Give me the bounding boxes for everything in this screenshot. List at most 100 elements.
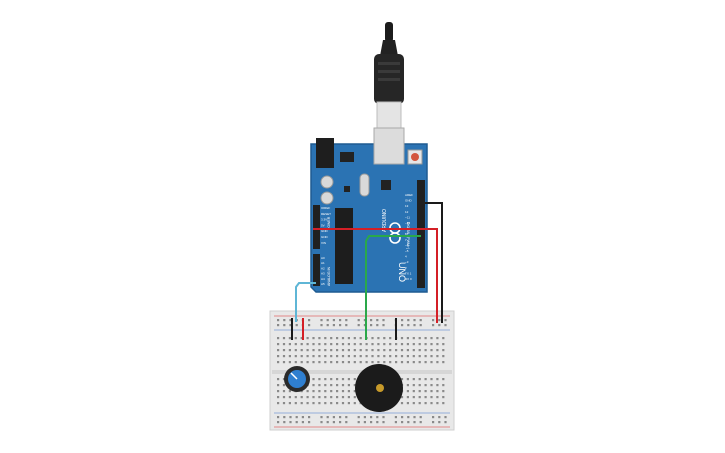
breadboard-hole[interactable] [312, 378, 315, 381]
breadboard-hole[interactable] [412, 349, 415, 352]
breadboard-hole[interactable] [413, 319, 416, 322]
breadboard-hole[interactable] [436, 396, 439, 399]
breadboard-hole[interactable] [438, 324, 441, 327]
breadboard-hole[interactable] [442, 378, 445, 381]
breadboard-hole[interactable] [282, 396, 286, 399]
breadboard-hole[interactable] [412, 343, 415, 346]
breadboard-hole[interactable] [324, 343, 327, 346]
breadboard-hole[interactable] [300, 337, 303, 340]
breadboard-hole[interactable] [282, 378, 286, 381]
breadboard-hole[interactable] [353, 337, 356, 340]
wire-gnd[interactable] [425, 202, 443, 323]
breadboard-hole[interactable] [332, 416, 335, 419]
breadboard-hole[interactable] [376, 319, 379, 322]
breadboard-hole[interactable] [412, 396, 415, 399]
breadboard-hole[interactable] [308, 319, 311, 322]
breadboard-hole[interactable] [432, 416, 435, 419]
breadboard-hole[interactable] [395, 355, 398, 358]
digital-header[interactable] [417, 180, 425, 288]
breadboard-hole[interactable] [339, 421, 342, 424]
breadboard-hole[interactable] [312, 337, 315, 340]
breadboard-hole[interactable] [282, 349, 286, 352]
breadboard-hole[interactable] [389, 337, 392, 340]
power-header[interactable] [313, 205, 320, 249]
breadboard-hole[interactable] [395, 343, 398, 346]
breadboard-hole[interactable] [288, 402, 291, 405]
breadboard-hole[interactable] [407, 421, 410, 424]
breadboard-hole[interactable] [308, 324, 311, 327]
reset-button-cap[interactable] [411, 153, 419, 161]
breadboard-hole[interactable] [289, 421, 292, 424]
breadboard-hole[interactable] [389, 343, 392, 346]
breadboard-hole[interactable] [430, 384, 433, 387]
breadboard-hole[interactable] [345, 324, 348, 327]
breadboard-hole[interactable] [444, 421, 447, 424]
breadboard-hole[interactable] [412, 384, 415, 387]
breadboard-hole[interactable] [347, 337, 350, 340]
breadboard-hole[interactable] [365, 361, 368, 364]
breadboard-hole[interactable] [283, 319, 286, 322]
breadboard-hole[interactable] [424, 402, 427, 405]
breadboard-hole[interactable] [326, 416, 329, 419]
breadboard-hole[interactable] [318, 349, 321, 352]
breadboard-hole[interactable] [424, 396, 427, 399]
breadboard-hole[interactable] [295, 416, 298, 419]
breadboard-hole[interactable] [430, 343, 433, 346]
breadboard-hole[interactable] [419, 421, 422, 424]
breadboard-hole[interactable] [353, 390, 356, 393]
breadboard-hole[interactable] [326, 319, 329, 322]
breadboard-hole[interactable] [436, 384, 439, 387]
breadboard-hole[interactable] [288, 390, 291, 393]
breadboard-hole[interactable] [424, 343, 427, 346]
breadboard-hole[interactable] [277, 390, 280, 393]
breadboard-hole[interactable] [353, 361, 356, 364]
breadboard-hole[interactable] [357, 416, 360, 419]
breadboard-hole[interactable] [330, 355, 333, 358]
arduino-uno-board[interactable]: ARDUINO UNO DIGITAL (PWM~) POWER ANALOG … [310, 127, 428, 293]
breadboard-hole[interactable] [359, 361, 362, 364]
breadboard-hole[interactable] [359, 337, 362, 340]
breadboard-hole[interactable] [347, 384, 350, 387]
breadboard-hole[interactable] [371, 355, 374, 358]
breadboard-hole[interactable] [353, 378, 356, 381]
breadboard-hole[interactable] [330, 384, 333, 387]
breadboard-hole[interactable] [277, 361, 280, 364]
breadboard-hole[interactable] [341, 384, 345, 387]
breadboard-hole[interactable] [306, 390, 309, 393]
breadboard-hole[interactable] [336, 343, 339, 346]
breadboard-hole[interactable] [418, 355, 421, 358]
breadboard-hole[interactable] [306, 343, 309, 346]
breadboard-hole[interactable] [294, 343, 297, 346]
breadboard-hole[interactable] [382, 421, 385, 424]
breadboard-hole[interactable] [406, 384, 409, 387]
breadboard-hole[interactable] [424, 361, 427, 364]
wire-pot-signal[interactable] [295, 282, 316, 322]
breadboard-hole[interactable] [438, 421, 441, 424]
breadboard-hole[interactable] [365, 349, 368, 352]
breadboard-hole[interactable] [341, 378, 345, 381]
breadboard-hole[interactable] [341, 390, 345, 393]
breadboard-hole[interactable] [332, 319, 335, 322]
breadboard-hole[interactable] [432, 319, 435, 322]
breadboard-hole[interactable] [345, 416, 348, 419]
breadboard-hole[interactable] [436, 337, 439, 340]
breadboard-hole[interactable] [418, 384, 421, 387]
breadboard-hole[interactable] [383, 343, 386, 346]
breadboard-hole[interactable] [401, 319, 404, 322]
breadboard-hole[interactable] [430, 396, 433, 399]
breadboard-hole[interactable] [312, 361, 315, 364]
breadboard-hole[interactable] [289, 319, 292, 322]
breadboard-hole[interactable] [406, 378, 409, 381]
breadboard-hole[interactable] [320, 416, 323, 419]
breadboard-hole[interactable] [442, 349, 445, 352]
breadboard-hole[interactable] [442, 337, 445, 340]
breadboard-hole[interactable] [324, 402, 327, 405]
breadboard-hole[interactable] [277, 319, 280, 322]
wire-5v[interactable] [313, 228, 438, 323]
breadboard-hole[interactable] [300, 396, 303, 399]
breadboard-hole[interactable] [282, 343, 286, 346]
breadboard-hole[interactable] [406, 361, 409, 364]
breadboard-hole[interactable] [400, 337, 404, 340]
breadboard-hole[interactable] [312, 349, 315, 352]
breadboard-hole[interactable] [308, 416, 311, 419]
